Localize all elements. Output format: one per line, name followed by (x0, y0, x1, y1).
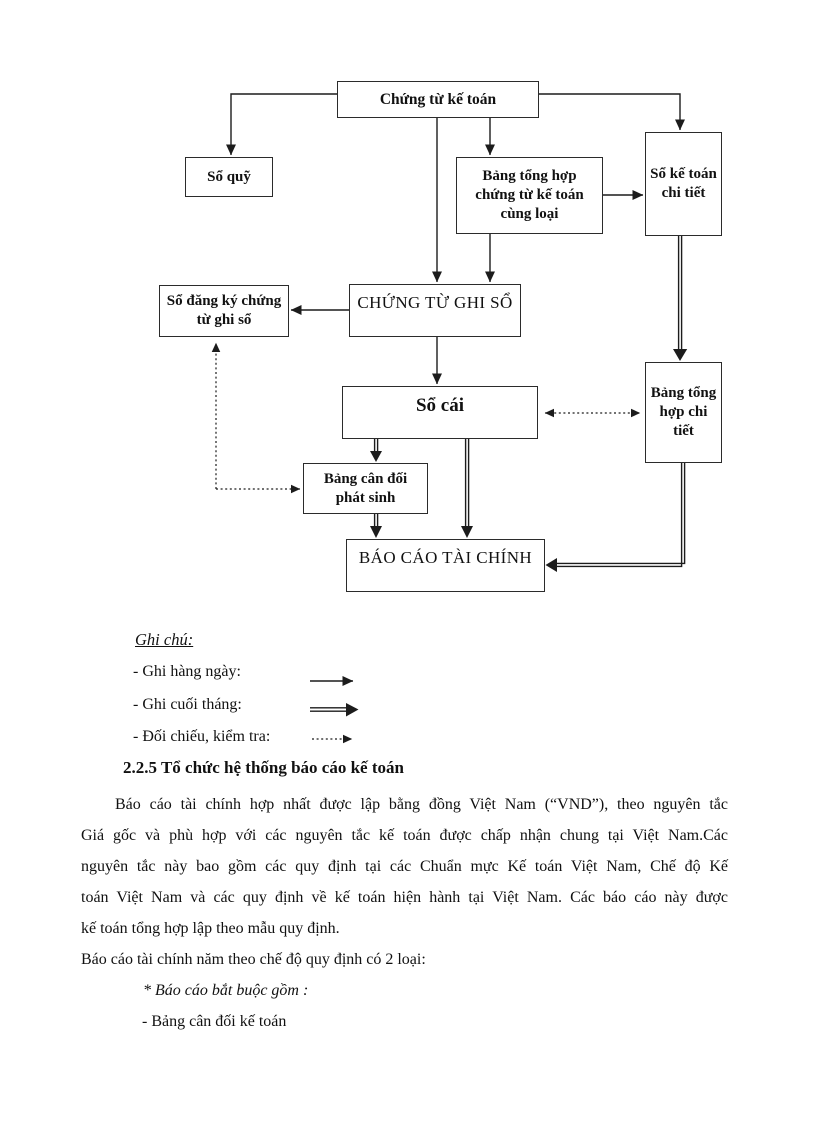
paragraph-line: toán Việt Nam và các quy định về kế toán… (81, 889, 728, 906)
list-intro: * Báo cáo bắt buộc gồm : (143, 982, 309, 999)
box-so-cai: Sổ cái (342, 386, 538, 439)
paragraph-line: Giá gốc và phù hợp với các nguyên tắc kế… (81, 827, 728, 844)
paragraph-line: Báo cáo tài chính hợp nhất được lập bằng… (115, 796, 728, 813)
legend-item-reconcile: - Đối chiếu, kiểm tra: (133, 728, 271, 745)
box-so-ke-toan-chi-tiet: Sổ kế toán chi tiết (645, 132, 722, 236)
legend-item-daily: - Ghi hàng ngày: (133, 663, 241, 680)
paragraph-line: Báo cáo tài chính năm theo chế độ quy đị… (81, 951, 426, 968)
legend-item-month-end: - Ghi cuối tháng: (133, 696, 242, 713)
paragraph-line: kế toán tổng hợp lập theo mẫu quy định. (81, 920, 340, 937)
double-arrow-bangcandoi-to-baocao (370, 514, 382, 538)
double-arrow-bangtonghopchitiet-to-baocao (545, 463, 686, 572)
list-item-bang-can-doi-ke-toan: - Bảng cân đối kế toán (142, 1013, 287, 1030)
double-arrow-socai-to-baocao (461, 439, 473, 538)
box-chung-tu-ghi-so: CHỨNG TỪ GHI SỔ (349, 284, 521, 337)
arrow-chungtu-to-soketoanchitiet (539, 93, 686, 131)
box-bao-cao-tai-chinh: BÁO CÁO TÀI CHÍNH (346, 539, 545, 592)
arrow-chungtu-to-soquy (225, 93, 337, 156)
box-bang-tong-hop-chung-tu: Bảng tổng hợp chứng từ kế toán cùng loại (456, 157, 603, 234)
legend-title: Ghi chú: (135, 630, 194, 649)
box-so-quy: Sổ quỹ (185, 157, 273, 197)
double-arrow-socai-to-bangcandoi (370, 439, 382, 462)
box-chung-tu-ke-toan: Chứng từ kế toán (337, 81, 539, 118)
double-arrow-soketoan-to-bangtonghopchitiet (673, 236, 688, 361)
body-paragraph: Báo cáo tài chính hợp nhất được lập bằng… (81, 789, 728, 975)
section-heading: 2.2.5 Tổ chức hệ thống báo cáo kế toán (123, 758, 404, 777)
paragraph-line: nguyên tắc này bao gồm các quy định tại … (81, 858, 728, 875)
legend-double-arrow (310, 703, 359, 717)
box-bang-tong-hop-chi-tiet: Bảng tổng hợp chi tiết (645, 362, 722, 463)
box-bang-can-doi-phat-sinh: Bảng cân đối phát sinh (303, 463, 428, 514)
box-so-dang-ky: Sổ đăng ký chứng từ ghi sổ (159, 285, 289, 337)
